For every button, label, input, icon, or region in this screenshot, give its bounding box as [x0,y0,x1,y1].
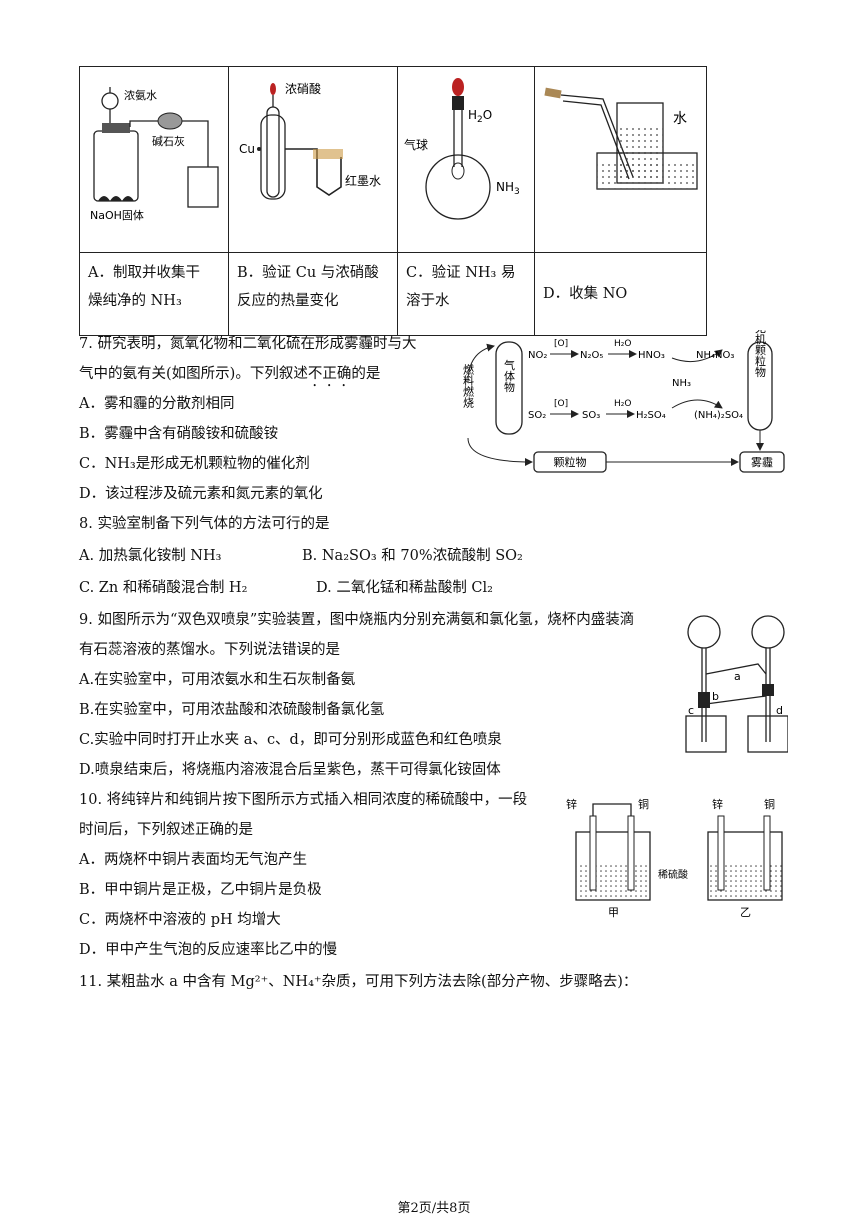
label-naoh-solid: NaOH固体 [90,208,144,222]
label-nh3: NH₃ [672,378,691,389]
copper-nitric-illustration: 浓硝酸 Cu 红墨水 [239,81,381,200]
q7-option-c: C．NH₃是形成无机颗粒物的催化剂 [79,456,310,472]
q10-option-b: B．甲中铜片是正极，乙中铜片是负极 [79,882,322,898]
q10-stem-line2: 时间后，下列叙述正确的是 [79,822,253,838]
q8-stem: 8. 实验室制备下列气体的方法可行的是 [79,516,330,532]
page-footer: 第2页/共8页 [397,1201,471,1216]
label-inorganic-particles: 无机颗粒物 [754,330,767,378]
label-h2o-bottom: H₂O [614,399,631,409]
q9-double-fountain-illustration: a b c d [685,615,788,753]
label-conc-nitric: 浓硝酸 [285,81,321,96]
q9-option-d: D.喷泉结束后，将烧瓶内溶液混合后呈紫色，蒸干可得氯化铵固体 [79,762,501,778]
label-water-d: 水 [673,111,687,127]
q6-image-d: 水 [534,66,707,253]
q7-option-b: B．雾霾中含有硝酸铵和硫酸铵 [79,426,279,442]
label-water: H2O [468,108,492,125]
label-fuel-burning: 燃料燃烧 [462,363,475,408]
q9-option-a: A.在实验室中，可用浓氨水和生石灰制备氨 [79,672,356,688]
q9-option-c: C.实验中同时打开止水夹 a、c、d，即可分别形成蓝色和红色喷泉 [79,732,502,748]
label-conc-ammonia: 浓氨水 [124,89,157,102]
q11-stem: 11. 某粗盐水 a 中含有 Mg²⁺、NH₄⁺杂质，可用下列方法去除(部分产物… [79,974,638,990]
label-clamp-b: b [712,690,719,703]
label-nh3: NH3 [496,180,520,197]
label-jia: 甲 [608,906,619,919]
q6-option-d: D．收集 NO [534,252,707,336]
q10-option-a: A．两烧杯中铜片表面均无气泡产生 [79,852,307,868]
q8-option-a: A. 加热氯化铵制 NH₃ [79,548,222,564]
q10-option-c: C．两烧杯中溶液的 pH 均增大 [79,912,281,928]
label-zn-jia: 锌 [566,797,577,811]
label-balloon: 气球 [404,137,428,152]
label-red-ink: 红墨水 [345,173,381,188]
ammonia-apparatus-illustration: 浓氨水 碱石灰 NaOH固体 [90,87,219,222]
q6-option-b: B．验证 Cu 与浓硝酸反应的热量变化 [228,252,398,336]
q6-option-a: A．制取并收集干燥纯净的 NH₃ [79,252,229,336]
q7-stem-line1: 7. 研究表明，氮氧化物和二氧化硫在形成雾霾时与大 [79,336,417,352]
label-so2: SO₂ [528,410,546,421]
label-clamp-a: a [734,670,741,683]
q8-option-b: B. Na₂SO₃ 和 70%浓硫酸制 SO₂ [302,548,523,564]
q9-stem-line2: 有石蕊溶液的蒸馏水。下列说法错误的是 [79,642,340,658]
label-cu: Cu [239,142,255,156]
label-nh42so4: (NH₄)₂SO₄ [694,410,743,421]
label-hno3: HNO₃ [638,350,665,361]
label-so3: SO₃ [582,410,600,421]
label-yi: 乙 [740,906,751,919]
label-dilute-sulfuric: 稀硫酸 [658,868,688,881]
q7-stem-line2: 气中的氨有关(如图所示)。下列叙述不正确的是 [79,366,381,382]
q6-image-b: 浓硝酸 Cu 红墨水 [228,66,398,253]
label-n2o5: N₂O₅ [580,350,603,361]
q10-stem-line1: 10. 将纯锌片和纯铜片按下图所示方式插入相同浓度的稀硫酸中，一段 [79,792,528,808]
ammonia-solubility-illustration: H2O 气球 NH3 [404,78,520,220]
q7-haze-diagram: 气体物 无机颗粒物 燃料燃烧 颗粒物 雾霾 NO₂ [O] N₂O₅ H₂O H… [462,330,785,473]
q9-stem-line1: 9. 如图所示为“双色双喷泉”实验装置，图中烧瓶内分别充满氨和氯化氢，烧杯内盛装… [79,612,635,628]
q6-options-table: 浓氨水 碱石灰 NaOH固体 浓硝酸 Cu 红墨水 [79,66,707,336]
label-cu-jia: 铜 [638,797,649,811]
label-no2: NO₂ [528,350,547,361]
q7-option-a: A．雾和霾的分散剂相同 [79,396,235,412]
label-h2so4: H₂SO₄ [636,410,666,421]
q7-option-d: D．该过程涉及硫元素和氮元素的氧化 [79,486,323,502]
label-soda-lime: 碱石灰 [152,134,185,148]
label-zn-yi: 锌 [712,797,723,811]
q8-option-d: D. 二氧化锰和稀盐酸制 Cl₂ [316,580,493,596]
q10-zinc-copper-illustration: 锌 铜 甲 锌 铜 乙 稀硫酸 [566,797,783,919]
q6-image-c: H2O 气球 NH3 [397,66,535,253]
q9-option-b: B.在实验室中，可用浓盐酸和浓硫酸制备氯化氢 [79,702,385,718]
label-particles: 颗粒物 [554,455,587,469]
no-collection-illustration: 水 [544,87,698,190]
label-clamp-c: c [688,704,694,717]
label-clamp-d: d [776,704,783,717]
label-gas: 气体物 [503,358,516,392]
label-nh4no3: NH₄NO₃ [696,350,734,361]
label-h2o-top: H₂O [614,339,631,349]
q8-option-c: C. Zn 和稀硝酸混合制 H₂ [79,580,248,596]
q6-image-a: 浓氨水 碱石灰 NaOH固体 [79,66,229,253]
label-o-top: [O] [554,339,568,349]
q6-option-c: C．验证 NH₃ 易溶于水 [397,252,535,336]
label-o-bottom: [O] [554,399,568,409]
label-haze: 雾霾 [751,456,773,469]
q10-option-d: D．甲中产生气泡的反应速率比乙中的慢 [79,942,338,958]
label-cu-yi: 铜 [764,797,775,811]
